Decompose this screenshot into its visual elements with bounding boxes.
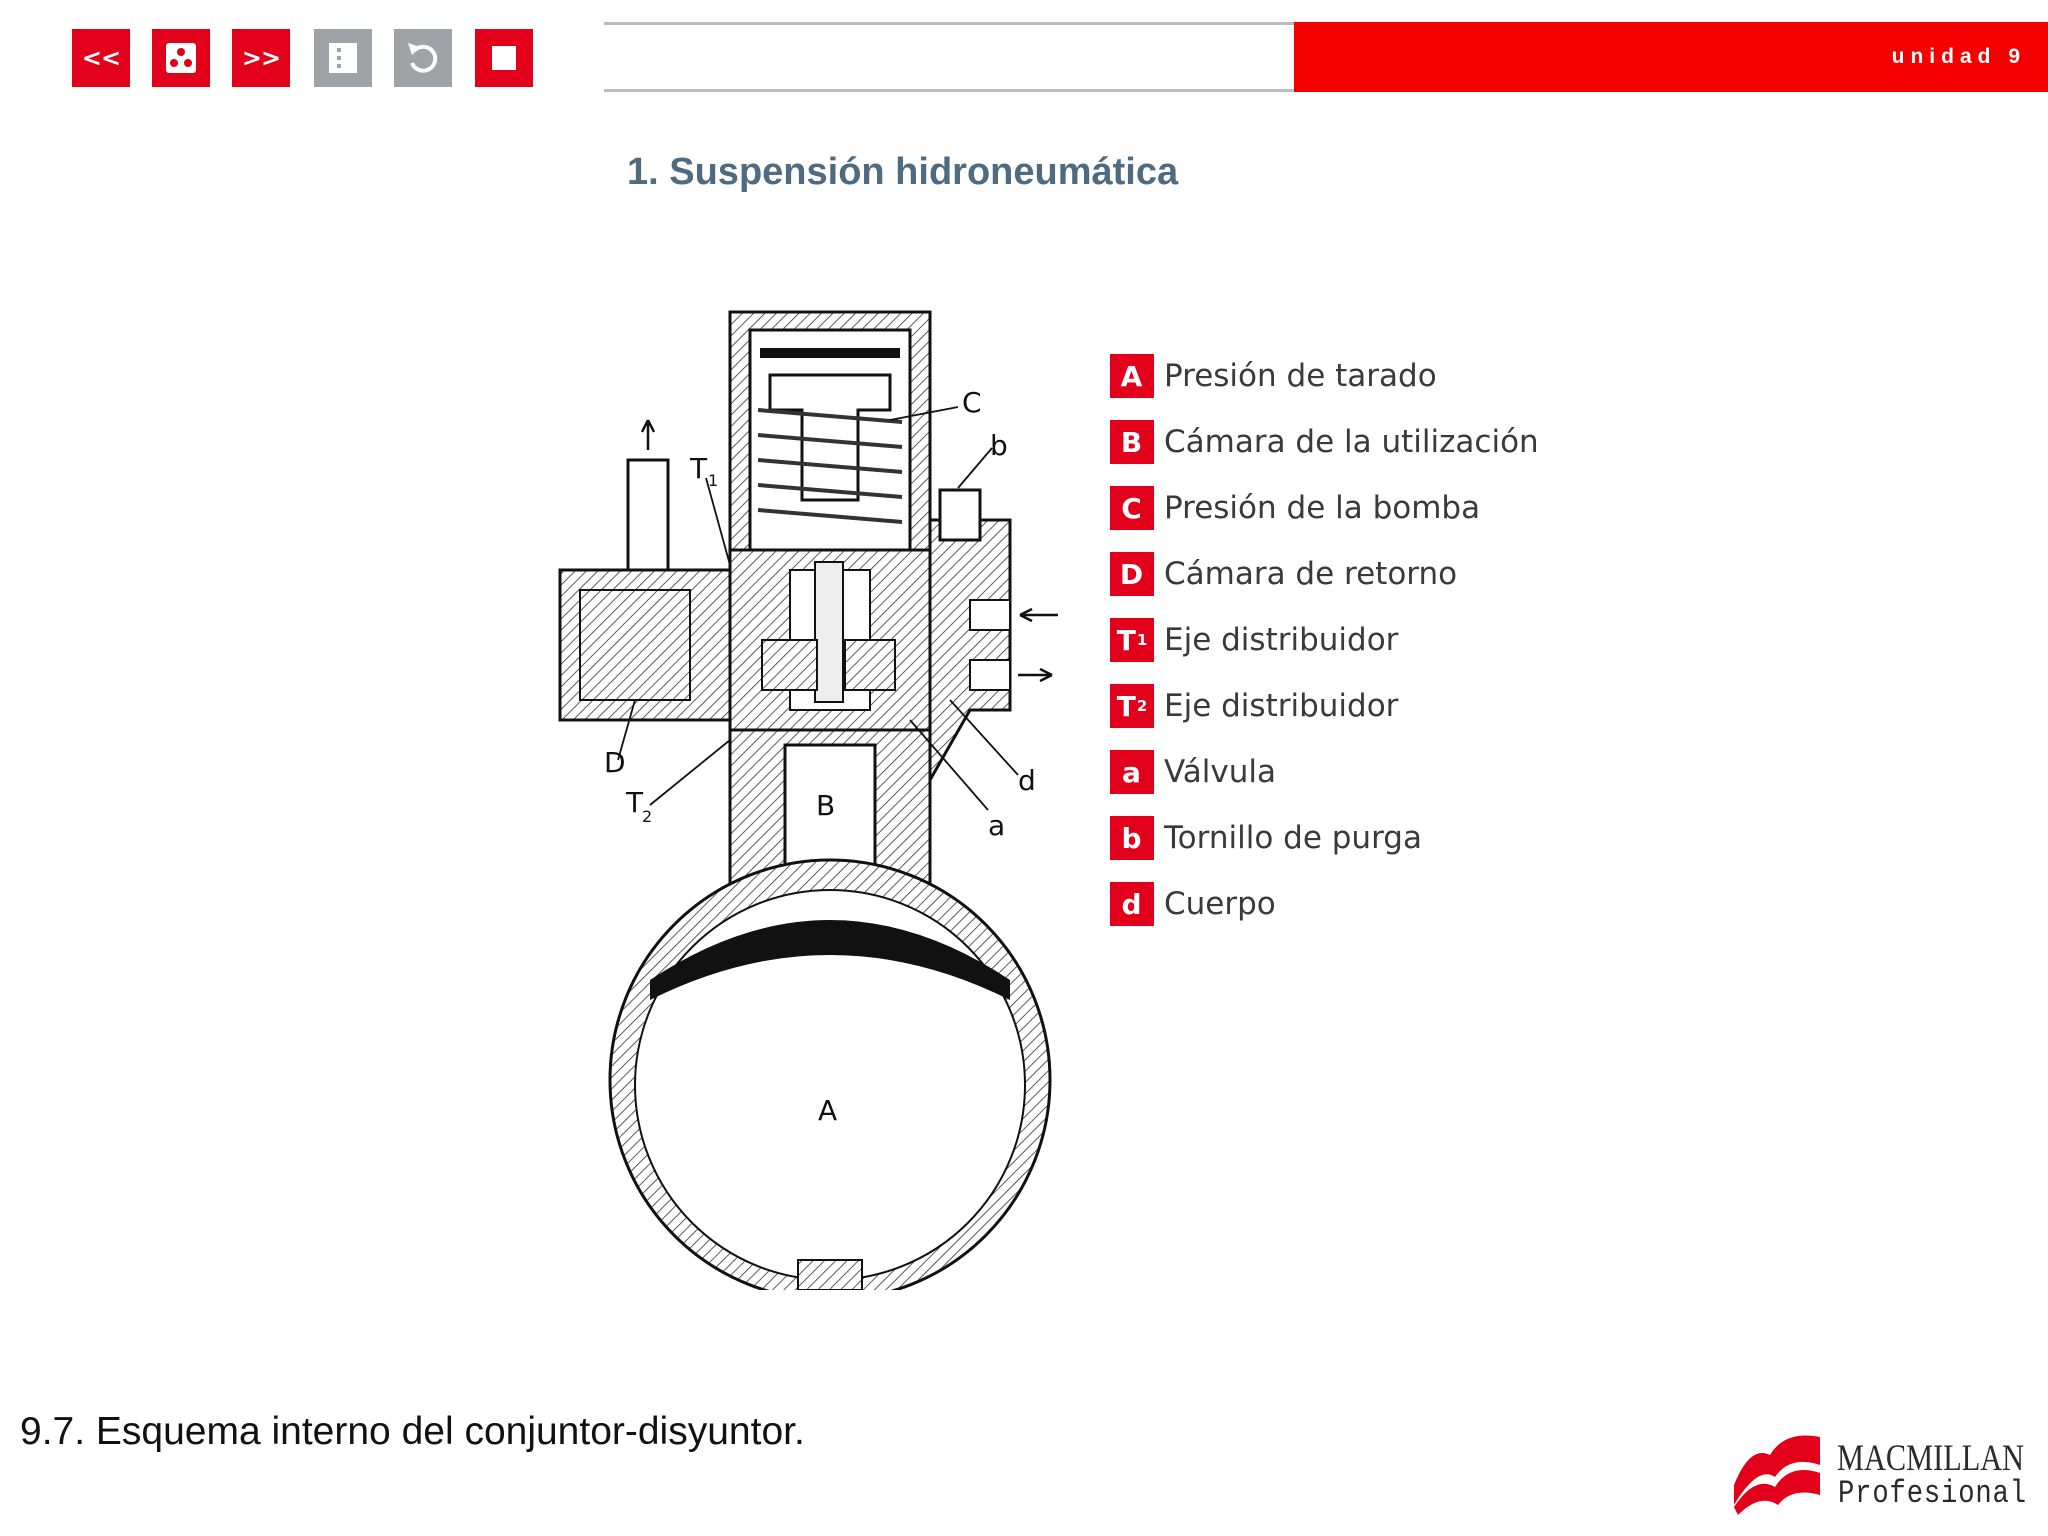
diagram-legend: A Presión de tarado B Cámara de la utili… [1110,343,1539,937]
legend-item: b Tornillo de purga [1110,805,1539,871]
legend-key: D [1110,552,1154,596]
stop-icon [492,46,516,70]
legend-key: A [1110,354,1154,398]
next-button[interactable]: >> [232,29,290,87]
legend-key: d [1110,882,1154,926]
header-divider-top [604,22,1294,25]
label-a-upper: A [818,1094,837,1127]
previous-button[interactable]: << [72,29,130,87]
next-label: >> [241,44,281,72]
unit-banner: unidad 9 [1294,22,2048,92]
header-divider-bottom [604,89,1294,92]
legend-text: Válvula [1164,754,1277,790]
publisher-logo: MACMILLAN Profesional [1730,1425,2030,1515]
return-piston [579,589,691,701]
header-bar: unidad 9 [604,22,2048,92]
legend-key: B [1110,420,1154,464]
chamber-b [783,743,877,877]
legend-item: B Cámara de la utilización [1110,409,1539,475]
label-d-lower: d [1018,764,1036,797]
page-title: 1. Suspensión hidroneumática [627,151,1179,193]
figure-caption: 9.7. Esquema interno del conjuntor-disyu… [20,1410,805,1453]
label-b-lower: b [990,429,1008,462]
legend-key-sub: 2 [1136,697,1148,715]
legend-item: a Válvula [1110,739,1539,805]
unit-label: unidad 9 [1891,45,2026,68]
legend-key-letter: B [1120,425,1143,459]
legend-item: D Cámara de retorno [1110,541,1539,607]
macmillan-logo-icon [1734,1435,1820,1515]
legend-text: Cámara de la utilización [1164,424,1539,460]
legend-item: C Presión de la bomba [1110,475,1539,541]
inlet-arrow [1019,607,1058,623]
diaphragm [650,920,1010,1000]
outlet-port [969,659,1011,691]
purge-screw [938,488,982,542]
top-plate [760,348,900,358]
undo-icon [408,43,438,73]
legend-key-letter: T [1116,689,1136,723]
label-c: C [962,386,982,419]
logo-line-1: MACMILLAN [1837,1438,2025,1479]
legend-key: a [1110,750,1154,794]
back-button[interactable] [394,29,452,87]
label-t1-sub: 1 [708,471,718,490]
index-button[interactable] [152,29,210,87]
legend-text: Eje distribuidor [1164,622,1399,658]
exit-button[interactable] [475,29,533,87]
label-t2: T [625,786,644,819]
legend-key-letter: a [1122,755,1141,789]
valve-spool [814,561,844,703]
up-arrow [640,419,656,450]
label-t1: T [689,452,708,485]
right-body [928,518,1012,786]
legend-key: C [1110,486,1154,530]
legend-key-letter: b [1121,821,1142,855]
legend-key-letter: D [1119,557,1144,591]
label-a-lower: a [988,809,1005,842]
contents-button[interactable] [314,29,372,87]
legend-text: Presión de la bomba [1164,490,1481,526]
valve-seat [761,639,818,691]
spring-coils [757,408,903,524]
legend-text: Cámara de retorno [1164,556,1458,592]
legend-text: Cuerpo [1164,886,1276,922]
legend-key: b [1110,816,1154,860]
inlet-port [969,599,1011,631]
leader-lines [617,406,1019,811]
legend-key-sub: 1 [1136,631,1148,649]
legend-key-letter: C [1121,491,1142,525]
label-d-upper: D [604,746,626,779]
legend-text: Presión de tarado [1164,358,1437,394]
legend-key-letter: d [1121,887,1142,921]
legend-text: Eje distribuidor [1164,688,1399,724]
outlet-arrow [1018,667,1053,683]
label-b-upper: B [816,789,835,822]
legend-text: Tornillo de purga [1164,820,1422,856]
bottom-plug [797,1259,863,1290]
outlet-pipe [626,458,670,572]
label-t2-sub: 2 [642,807,652,826]
logo-line-2: Profesional [1838,1475,2027,1512]
conjuntor-disyuntor-diagram: C b T 1 D T 2 B d a A [558,310,1058,1290]
valve-seat-right [844,639,896,691]
list-icon [329,43,357,73]
legend-key-letter: T [1116,623,1136,657]
legend-key-letter: A [1120,359,1143,393]
legend-item: A Presión de tarado [1110,343,1539,409]
legend-item: d Cuerpo [1110,871,1539,937]
previous-label: << [81,44,121,72]
dice-icon [166,43,196,73]
